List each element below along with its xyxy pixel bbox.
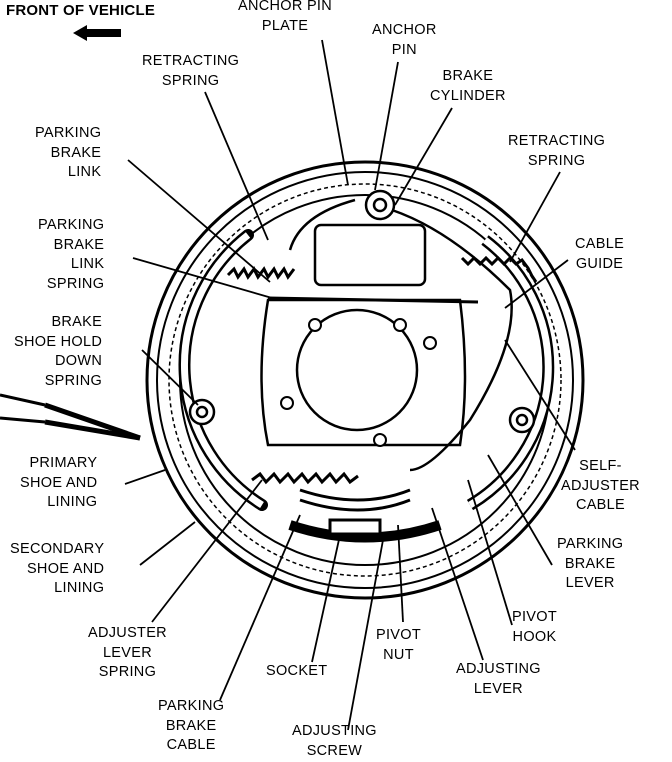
label-parking-brake-cable: PARKING BRAKE CABLE xyxy=(158,698,225,753)
label-primary-shoe-and-lining: PRIMARY SHOE AND LINING xyxy=(20,455,98,510)
front-of-vehicle-title: FRONT OF VEHICLE xyxy=(6,2,156,19)
label-secondary-shoe-and-lining: SECONDARY SHOE AND LINING xyxy=(10,541,105,596)
adjuster-spring xyxy=(299,488,411,536)
label-retracting-spring-top: RETRACTING SPRING xyxy=(142,53,240,89)
label-retracting-spring-right: RETRACTING SPRING xyxy=(508,133,606,169)
parking-brake-link-rod xyxy=(267,296,479,304)
label-pivot-nut: PIVOT NUT xyxy=(376,627,422,663)
label-parking-brake-link: PARKING BRAKE LINK xyxy=(35,125,102,180)
label-socket: SOCKET xyxy=(266,663,328,679)
hold-down-springs xyxy=(188,398,536,434)
brake-shoes xyxy=(178,229,555,543)
label-brake-shoe-hold-down-spring: BRAKE SHOE HOLD DOWN SPRING xyxy=(14,314,103,389)
axle-flange xyxy=(260,298,467,447)
label-brake-cylinder: BRAKE CYLINDER xyxy=(430,68,506,104)
label-self-adjuster-cable: SELF- ADJUSTER CABLE xyxy=(561,458,640,513)
label-adjuster-lever-spring: ADJUSTER LEVER SPRING xyxy=(88,625,167,680)
leader-lines xyxy=(124,39,576,731)
left-arrow-icon xyxy=(73,25,121,41)
self-adjuster-cable xyxy=(288,198,513,472)
label-adjusting-lever: ADJUSTING LEVER xyxy=(456,661,541,697)
label-parking-brake-link-spring: PARKING BRAKE LINK SPRING xyxy=(38,217,105,292)
label-cable-guide: CABLE GUIDE xyxy=(575,236,625,272)
brake-cylinder xyxy=(313,189,427,287)
label-anchor-pin: ANCHOR PIN xyxy=(372,22,437,58)
label-parking-brake-lever: PARKING BRAKE LEVER xyxy=(557,536,624,591)
label-anchor-pin-plate: ANCHOR PIN PLATE xyxy=(238,0,333,34)
label-pivot-hook: PIVOT HOOK xyxy=(512,609,558,645)
parking-brake-cable xyxy=(0,393,141,441)
label-adjusting-screw: ADJUSTING SCREW xyxy=(292,723,377,759)
